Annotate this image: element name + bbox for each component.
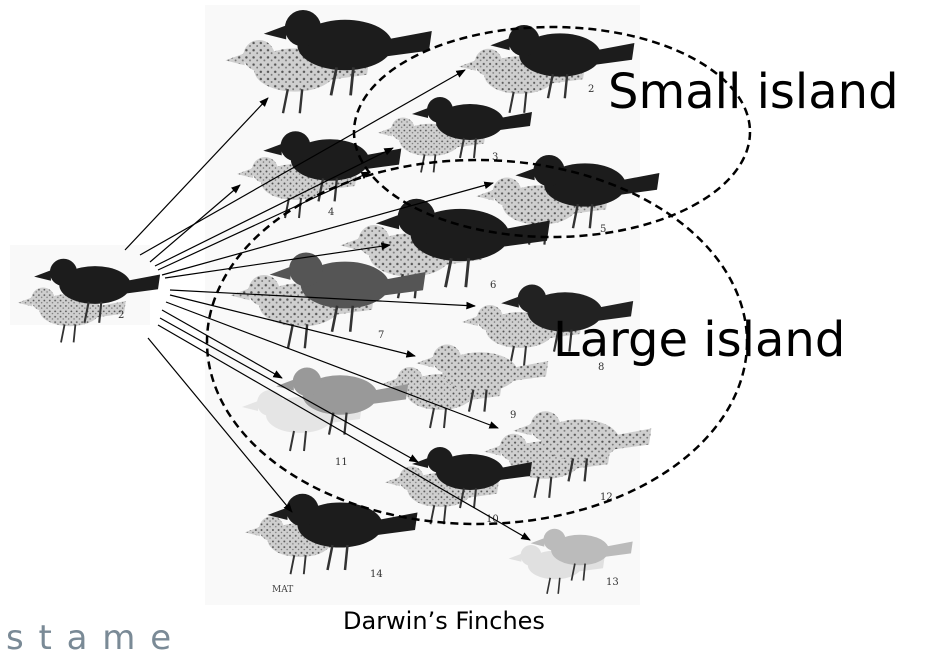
small-island-label: Small island xyxy=(608,64,899,120)
plate-number: 2 xyxy=(118,310,124,321)
plate-number: 7 xyxy=(378,330,384,341)
plate-number: 11 xyxy=(335,457,348,468)
large-island-label: Large island xyxy=(553,312,845,368)
corner-partial-text: s t a m e xyxy=(6,618,173,658)
plate-signature: MAT xyxy=(272,585,293,595)
plate-number: 4 xyxy=(328,207,334,218)
plate-number: 13 xyxy=(606,577,619,588)
plate-number: 14 xyxy=(370,569,383,580)
plate-number: 6 xyxy=(490,280,496,291)
figure-caption: Darwin’s Finches xyxy=(343,607,545,635)
plate-number: 2 xyxy=(588,84,594,95)
plate-number: 9 xyxy=(510,410,516,421)
